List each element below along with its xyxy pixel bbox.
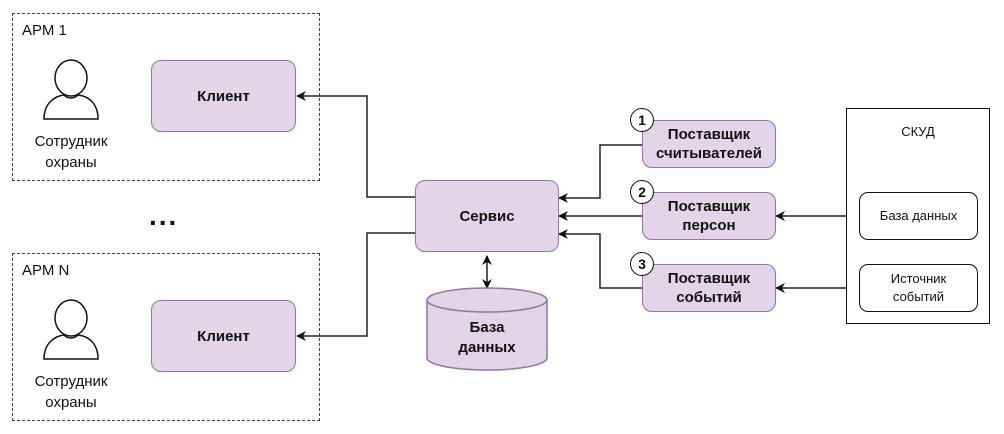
arm-group-n (12, 253, 320, 421)
arm-title: АРМ 1 (22, 22, 67, 39)
arm-group-1 (12, 13, 320, 181)
provider-label-line2: событий (676, 289, 742, 306)
skud-item-label: База данных (879, 208, 958, 223)
service-label: Сервис (459, 207, 515, 225)
provider-events-node[interactable]: Поставщик событий (642, 264, 776, 312)
edge-service-clientN (296, 232, 415, 341)
service-node[interactable]: Сервис (415, 180, 559, 252)
provider-number-badge: 1 (630, 108, 654, 132)
skud-title: СКУД (901, 124, 935, 139)
skud-database-node[interactable]: База данных (859, 192, 978, 240)
provider-label-line1: Поставщик (667, 270, 751, 287)
database-cylinder (426, 287, 548, 371)
client-label: Клиент (197, 87, 250, 105)
client-node[interactable]: Клиент (151, 60, 296, 132)
skud-item-label-line1: Источник (890, 271, 947, 286)
database-label: База данных (427, 318, 547, 358)
edge-service-client1 (296, 91, 415, 198)
skud-events-source-node[interactable]: Источник событий (859, 264, 978, 312)
provider-label-line2: персон (682, 217, 736, 234)
person-icon (43, 59, 99, 120)
provider-label-line2: считывателей (656, 145, 762, 162)
person-icon (43, 299, 99, 360)
database-label-line1: База (469, 319, 505, 336)
provider-number-badge: 3 (630, 252, 654, 276)
actor-label-line1: Сотрудник (34, 373, 108, 390)
actor-label: Сотрудник охраны (16, 371, 126, 413)
provider-readers-node[interactable]: Поставщик считывателей (642, 120, 776, 168)
edge-provider3-service (558, 229, 642, 289)
provider-number-badge: 2 (630, 180, 654, 204)
provider-label-line1: Поставщик (667, 198, 751, 215)
actor-label-line2: охраны (45, 154, 97, 171)
client-node[interactable]: Клиент (151, 300, 296, 372)
arm-title: АРМ N (22, 262, 70, 279)
ellipsis: ... (149, 200, 179, 231)
database-label-line2: данных (458, 339, 516, 356)
client-label: Клиент (197, 327, 250, 345)
provider-persons-node[interactable]: Поставщик персон (642, 192, 776, 240)
edge-provider1-service (558, 144, 642, 203)
skud-item-label-line2: событий (892, 289, 945, 304)
actor-label: Сотрудник охраны (16, 131, 126, 173)
actor-label-line1: Сотрудник (34, 133, 108, 150)
provider-label-line1: Поставщик (667, 126, 751, 143)
actor-label-line2: охраны (45, 394, 97, 411)
